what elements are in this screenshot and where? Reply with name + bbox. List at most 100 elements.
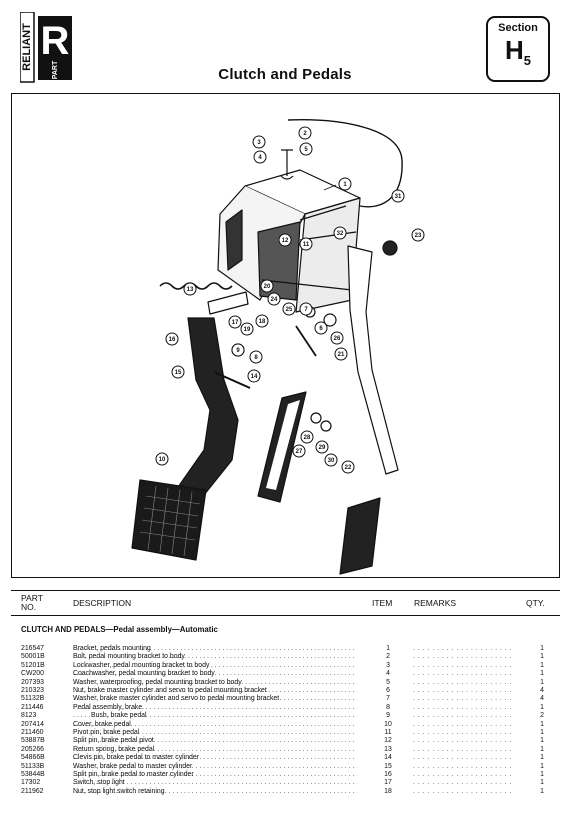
remarks-leader: . . . . . . . . . . . . . . . . . . . . …: [413, 737, 513, 745]
part-description-text: Switch, stop light: [73, 779, 125, 787]
exploded-diagram-frame: [11, 93, 560, 578]
dot-leader: . . . . . . . . . . . . . . . . . . . . …: [73, 745, 355, 753]
remarks-leader: . . . . . . . . . . . . . . . . . . . . …: [413, 703, 513, 711]
dot-leader: . . . . . . . . . . . . . . . . . . . . …: [73, 695, 355, 703]
logo-word: RELIANT: [21, 23, 33, 71]
section-badge: Section H5: [486, 16, 550, 82]
item-number: 16: [384, 771, 392, 778]
callout-29: 29: [315, 440, 329, 454]
callout-32: 32: [333, 226, 347, 240]
svg-text:31: 31: [395, 194, 402, 200]
part-description-text: Washer, brake master cylinder and servo …: [73, 695, 280, 703]
part-description: Washer, waterproofing, pedal mounting br…: [73, 678, 355, 687]
svg-text:27: 27: [296, 449, 303, 455]
item-number: 5: [386, 678, 390, 686]
item-number: 3: [386, 661, 390, 669]
part-description-text: Split pin, brake pedal pivot: [73, 737, 154, 745]
remarks-leader: . . . . . . . . . . . . . . . . . . . . …: [413, 762, 513, 770]
part-number: 216547: [21, 645, 44, 652]
svg-text:15: 15: [175, 370, 182, 376]
remarks-leader: . . . . . . . . . . . . . . . . . . . . …: [413, 729, 513, 736]
col-header-qty: QTY.: [526, 598, 545, 608]
quantity: 1: [540, 729, 544, 736]
part-description-text: Bolt, pedal mounting bracket to body: [73, 653, 185, 661]
quantity: 4: [540, 695, 544, 703]
callout-19: 19: [240, 322, 254, 336]
svg-text:30: 30: [328, 458, 335, 464]
part-description-text: Pivot pin, brake pedal: [73, 729, 140, 736]
item-number: 14: [384, 754, 392, 762]
dot-leader: . . . . . . . . . . . . . . . . . . . . …: [73, 720, 355, 728]
section-number: 5: [523, 53, 531, 69]
part-number: 207393: [21, 678, 44, 686]
part-description: Return spring, brake pedal . . . . . . .…: [73, 745, 355, 754]
remarks-leader: . . . . . . . . . . . . . . . . . . . . …: [413, 787, 513, 795]
item-number: 2: [386, 653, 390, 661]
callout-31: 31: [391, 189, 405, 203]
callout-20: 20: [260, 279, 274, 293]
callout-17: 17: [228, 315, 242, 329]
page-title: Clutch and Pedals: [218, 66, 352, 83]
quantity: 1: [540, 703, 544, 711]
svg-text:3: 3: [257, 140, 261, 146]
callout-13: 13: [183, 282, 197, 296]
quantity: 1: [540, 771, 544, 778]
section-code: H5: [488, 36, 548, 75]
remarks-leader: . . . . . . . . . . . . . . . . . . . . …: [413, 695, 513, 703]
callout-9: 9: [231, 343, 245, 357]
part-description: Lockwasher, pedal mounting bracket to bo…: [73, 661, 355, 670]
callout-28: 28: [300, 430, 314, 444]
svg-text:9: 9: [236, 348, 240, 354]
callout-10: 10: [155, 452, 169, 466]
logo-letter: R: [41, 19, 70, 63]
part-number: 53844B: [21, 771, 45, 778]
part-description-text: Nut, stop light switch retaining: [73, 787, 165, 795]
remarks-leader: . . . . . . . . . . . . . . . . . . . . …: [413, 754, 513, 762]
part-description: Bush, brake pedal . . . . . . . . . . . …: [73, 711, 355, 720]
svg-text:4: 4: [258, 155, 262, 161]
part-description-text: Pedal assembly, brake: [73, 703, 143, 711]
part-description-text: Washer, brake pedal to master cylinder: [73, 762, 193, 770]
section-letter: H: [504, 35, 524, 65]
part-description: Split pin, brake pedal to master cylinde…: [73, 770, 355, 779]
remarks-leader: . . . . . . . . . . . . . . . . . . . . …: [413, 670, 513, 678]
svg-text:1: 1: [343, 182, 347, 188]
svg-text:29: 29: [319, 445, 326, 451]
item-number: 18: [384, 787, 392, 795]
dot-leader: . . . . . . . . . . . . . . . . . . . . …: [73, 779, 355, 787]
svg-text:24: 24: [271, 297, 278, 303]
part-description-text: Bush, brake pedal: [91, 712, 147, 720]
part-number: 210323: [21, 687, 44, 694]
svg-text:17: 17: [232, 320, 239, 326]
logo-sub: PART: [52, 60, 59, 79]
svg-text:6: 6: [319, 326, 323, 332]
callout-30: 30: [324, 453, 338, 467]
svg-text:13: 13: [187, 287, 194, 293]
part-description-text: Lockwasher, pedal mounting bracket to bo…: [73, 661, 210, 669]
quantity: 1: [540, 661, 544, 669]
part-description: Cover, brake pedal . . . . . . . . . . .…: [73, 720, 355, 729]
col-header-remarks: REMARKS: [414, 598, 457, 608]
item-number: 4: [386, 670, 390, 678]
dot-leader: . . . . . . . . . . . . . . . . . . . . …: [73, 678, 355, 686]
item-number: 1: [386, 645, 390, 652]
item-number: 17: [384, 779, 392, 787]
part-description: Split pin, brake pedal pivot . . . . . .…: [73, 736, 355, 745]
remarks-leader: . . . . . . . . . . . . . . . . . . . . …: [413, 653, 513, 661]
remarks-leader: . . . . . . . . . . . . . . . . . . . . …: [413, 745, 513, 753]
quantity: 1: [540, 787, 544, 795]
col-header-part-no: PART NO.: [21, 593, 43, 612]
part-description: Switch, stop light . . . . . . . . . . .…: [73, 778, 355, 787]
svg-text:22: 22: [345, 465, 352, 471]
part-description-text: Bracket, pedals mounting: [73, 645, 151, 652]
dot-leader: . . . . . . . . . . . . . . . . . . . . …: [73, 687, 355, 694]
